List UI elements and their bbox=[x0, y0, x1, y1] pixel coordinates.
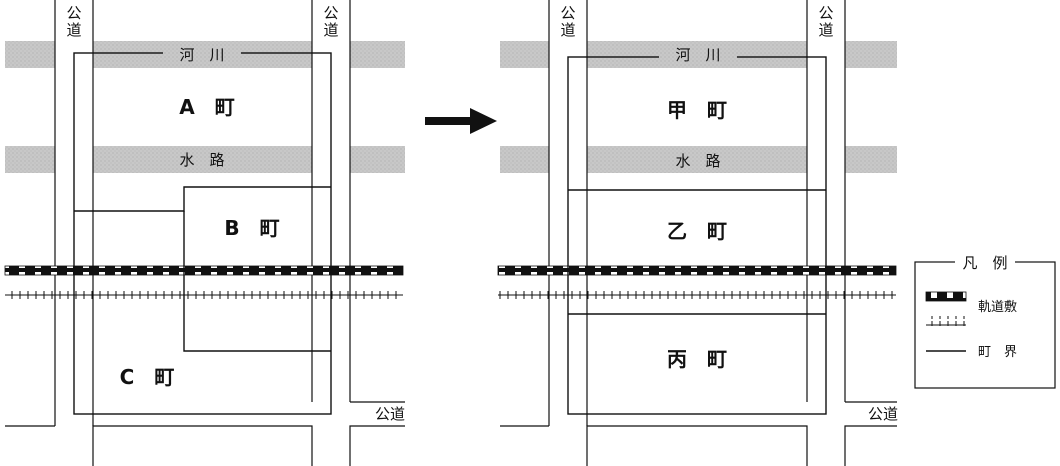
left-canal-label: 水 路 bbox=[179, 151, 224, 169]
legend-railway-label: 軌道敷 bbox=[978, 299, 1017, 315]
left-town-b-label: B 町 bbox=[224, 216, 279, 240]
left-town-a-label: A 町 bbox=[179, 95, 234, 119]
left-road-right-label: 公道 bbox=[323, 4, 338, 39]
right-town-3-label: 丙 町 bbox=[667, 347, 727, 371]
right-road-bottom bbox=[500, 401, 897, 466]
left-road-bottom-label: 公道 bbox=[375, 405, 405, 423]
right-road-right-label: 公道 bbox=[818, 4, 833, 39]
right-river-label: 河 川 bbox=[675, 46, 720, 64]
right-town-2-label: 乙 町 bbox=[667, 219, 727, 243]
legend-title-bg bbox=[955, 255, 1015, 271]
left-railway bbox=[4, 265, 404, 276]
road-label-bg bbox=[558, 3, 578, 40]
right-railway bbox=[497, 265, 897, 276]
left-road-left-label: 公道 bbox=[66, 4, 81, 39]
right-road-bottom-label: 公道 bbox=[868, 405, 898, 423]
left-town-c-label: C 町 bbox=[120, 365, 175, 389]
left-track bbox=[5, 290, 403, 300]
legend-railway-symbol bbox=[925, 291, 967, 302]
left-river-label: 河 川 bbox=[179, 46, 224, 64]
right-canal-label: 水 路 bbox=[675, 152, 720, 170]
right-town-1-label: 甲 町 bbox=[667, 98, 727, 122]
legend: 凡 例 軌道敷 町 界 bbox=[914, 254, 1056, 389]
right-river-label-bg bbox=[659, 45, 737, 64]
road-label-bg bbox=[321, 3, 341, 40]
road-label-bg bbox=[64, 3, 84, 40]
left-diagram bbox=[4, 0, 405, 466]
road-label-bg bbox=[816, 3, 836, 40]
legend-boundary-label: 町 界 bbox=[978, 345, 1017, 360]
right-arrow-icon bbox=[425, 108, 497, 134]
left-river-label-bg bbox=[163, 45, 241, 64]
legend-title: 凡 例 bbox=[962, 254, 1007, 272]
left-road-bottom bbox=[5, 401, 405, 466]
right-track bbox=[498, 290, 896, 300]
right-road-left-label: 公道 bbox=[560, 4, 575, 39]
legend-track-symbol bbox=[926, 316, 966, 326]
